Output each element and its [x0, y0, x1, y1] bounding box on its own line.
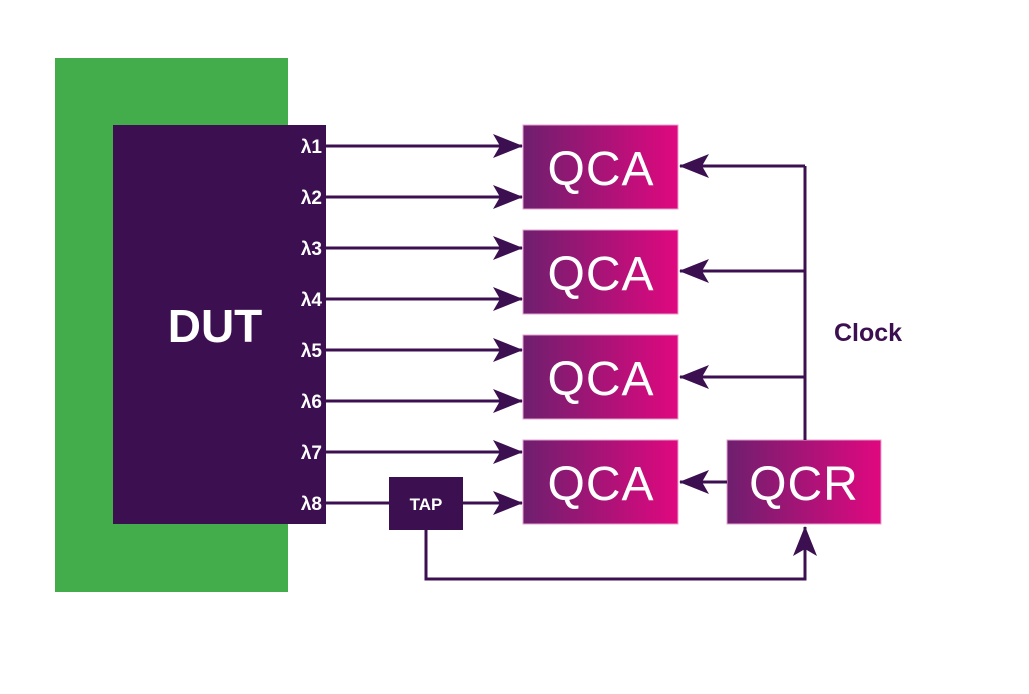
channel-label-8: λ8 [301, 494, 322, 515]
channel-label-3: λ3 [301, 239, 322, 260]
channel-labels: λ1 λ2 λ3 λ4 λ5 λ6 λ7 λ8 [301, 137, 323, 515]
qca-block-3[interactable] [522, 334, 679, 420]
qca-label-4: QCA [547, 458, 654, 511]
channel-lines [326, 134, 523, 515]
qca-block-1[interactable] [522, 124, 679, 210]
tap-feedback-line [424, 526, 817, 581]
qca-block-2[interactable] [522, 229, 679, 315]
channel-label-5: λ5 [301, 341, 323, 362]
qcr-block[interactable] [726, 439, 882, 525]
tap-label: TAP [410, 495, 443, 514]
clock-label: Clock [834, 319, 902, 347]
dut-block[interactable] [113, 125, 326, 524]
qcr-label: QCR [749, 458, 859, 511]
channel-label-2: λ2 [301, 188, 322, 209]
dut-label: DUT [168, 300, 263, 352]
channel-label-4: λ4 [301, 290, 323, 311]
qca-block-4[interactable] [522, 439, 679, 525]
channel-label-1: λ1 [301, 137, 323, 158]
qca-label-2: QCA [547, 248, 654, 301]
channel-label-7: λ7 [301, 443, 322, 464]
qca-label-3: QCA [547, 353, 654, 406]
qca-label-1: QCA [547, 143, 654, 196]
tap-block[interactable] [389, 477, 463, 530]
channel-label-6: λ6 [301, 392, 322, 413]
qca-group: QCA QCA QCA QCA [522, 124, 679, 525]
